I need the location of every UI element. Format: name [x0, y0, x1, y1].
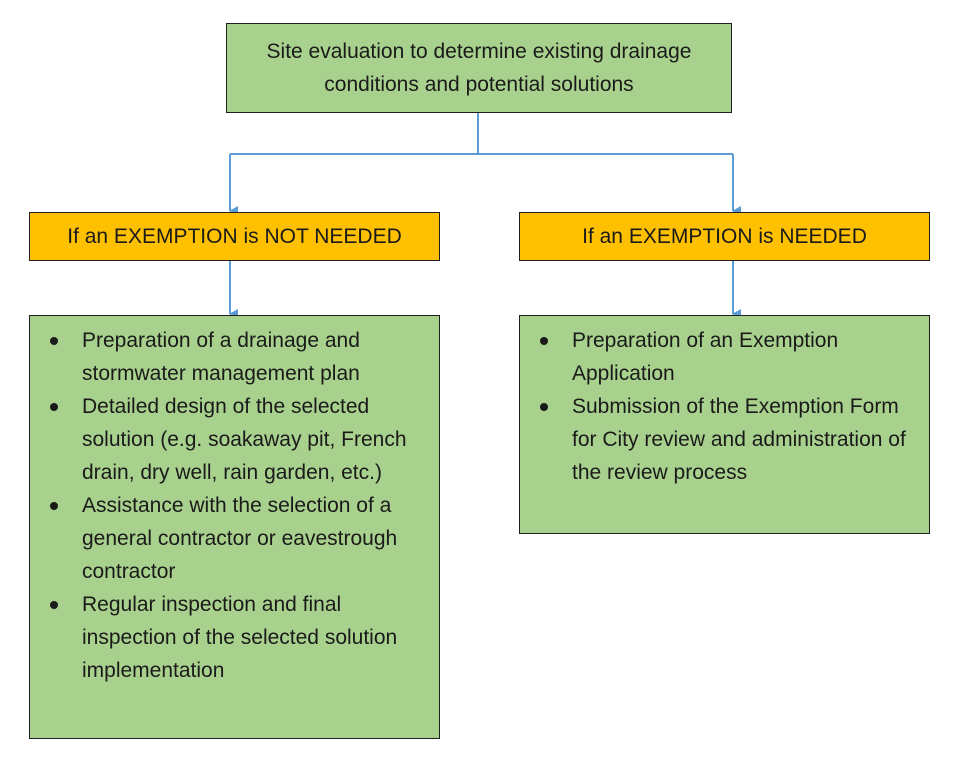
list-item: Regular inspection and final inspection …: [46, 588, 423, 687]
not-needed-steps-box: Preparation of a drainage and stormwater…: [29, 315, 440, 739]
list-item: Detailed design of the selected solution…: [46, 390, 423, 489]
list-item-text: Assistance with the selection of a gener…: [82, 494, 398, 583]
bullet-icon: [50, 403, 58, 411]
list-item-text: Preparation of an Exemption Application: [572, 329, 839, 385]
list-item-text: Regular inspection and final inspection …: [82, 593, 398, 682]
needed-steps-list: Preparation of an Exemption Application …: [536, 324, 913, 489]
site-evaluation-box: Site evaluation to determine existing dr…: [226, 23, 732, 113]
list-item: Preparation of an Exemption Application: [536, 324, 913, 390]
bullet-icon: [50, 502, 58, 510]
list-item-text: Detailed design of the selected solution…: [82, 395, 407, 484]
bullet-icon: [540, 403, 548, 411]
bullet-icon: [540, 337, 548, 345]
needed-steps-box: Preparation of an Exemption Application …: [519, 315, 930, 534]
list-item-text: Submission of the Exemption Form for Cit…: [572, 395, 906, 484]
exemption-not-needed-box: If an EXEMPTION is NOT NEEDED: [29, 212, 440, 261]
exemption-needed-box: If an EXEMPTION is NEEDED: [519, 212, 930, 261]
list-item-text: Preparation of a drainage and stormwater…: [82, 329, 360, 385]
not-needed-steps-list: Preparation of a drainage and stormwater…: [46, 324, 423, 687]
list-item: Assistance with the selection of a gener…: [46, 489, 423, 588]
exemption-needed-label: If an EXEMPTION is NEEDED: [582, 224, 867, 248]
list-item: Submission of the Exemption Form for Cit…: [536, 390, 913, 489]
list-item: Preparation of a drainage and stormwater…: [46, 324, 423, 390]
bullet-icon: [50, 601, 58, 609]
exemption-not-needed-label: If an EXEMPTION is NOT NEEDED: [67, 224, 402, 248]
site-evaluation-text: Site evaluation to determine existing dr…: [266, 40, 692, 96]
bullet-icon: [50, 337, 58, 345]
